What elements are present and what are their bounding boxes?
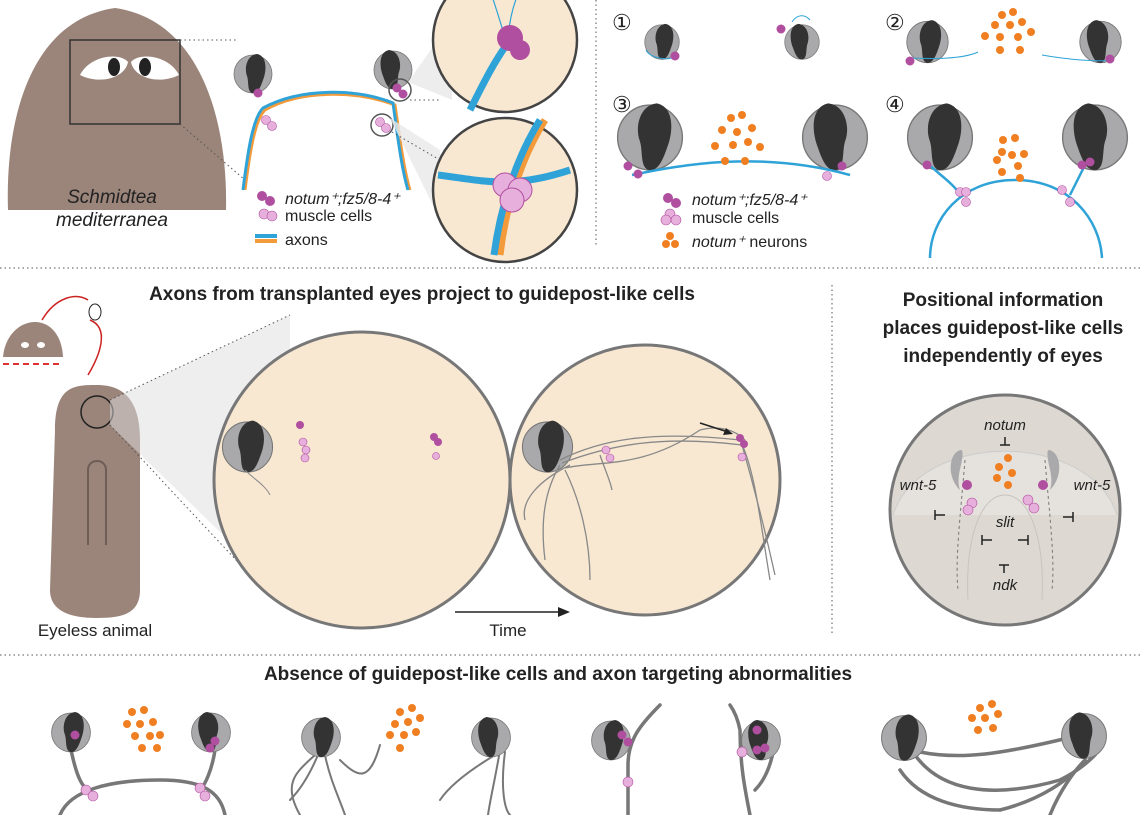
middle-title: Axons from transplanted eyes project to …	[149, 284, 695, 305]
legend-muscle-label: muscle cells	[285, 208, 372, 225]
legend-top-right: notum⁺;fz5/8-4⁺ muscle cells notum⁺ neur…	[660, 192, 808, 251]
eyeless-animal-label: Eyeless animal	[38, 621, 152, 640]
species-name-line1: Schmidtea	[67, 187, 157, 208]
abnormality-diagrams	[51, 700, 1108, 815]
time-label: Time	[489, 621, 526, 640]
positional-title-line2: places guidepost-like cells	[883, 318, 1124, 339]
gene-ndk-label: ndk	[993, 577, 1019, 594]
legend-axons-label: axons	[285, 232, 328, 249]
positional-title-line1: Positional information	[903, 290, 1104, 311]
legend-top-left: notum⁺;fz5/8-4⁺ muscle cells axons	[255, 191, 401, 249]
positional-circle: notum wnt-5 wnt-5 slit ndk	[888, 393, 1122, 627]
stage-4-number: ④	[885, 92, 905, 117]
legend-cells-label: notum⁺;fz5/8-4⁺	[692, 192, 808, 209]
gene-slit-label: slit	[996, 514, 1015, 531]
legend-cells-label: notum⁺;fz5/8-4⁺	[285, 191, 401, 208]
stage-3-number: ③	[612, 92, 632, 117]
legend-neurons-label: notum⁺ neurons	[692, 234, 807, 251]
stage-1-number: ①	[612, 10, 632, 35]
gene-notum-label: notum	[984, 417, 1026, 434]
positional-title-line3: independently of eyes	[903, 346, 1103, 367]
inset-circle-bottom	[431, 116, 579, 264]
eye-icon	[233, 53, 273, 94]
legend-muscle-label: muscle cells	[692, 210, 779, 227]
worm-head-illustration	[7, 8, 246, 210]
bottom-title: Absence of guidepost-like cells and axon…	[264, 664, 852, 685]
stage-diagrams: ① ② ③ ④	[612, 8, 1129, 259]
time-circle-before	[212, 330, 512, 630]
gene-wnt5-right-label: wnt-5	[1074, 477, 1111, 494]
gene-wnt5-left-label: wnt-5	[900, 477, 937, 494]
time-arrow	[455, 607, 570, 617]
inset-circle-top	[431, 0, 579, 114]
stage-2-number: ②	[885, 10, 905, 35]
eye-icon	[373, 49, 413, 90]
time-circle-after	[508, 343, 782, 617]
species-name-line2: mediterranea	[56, 210, 168, 231]
